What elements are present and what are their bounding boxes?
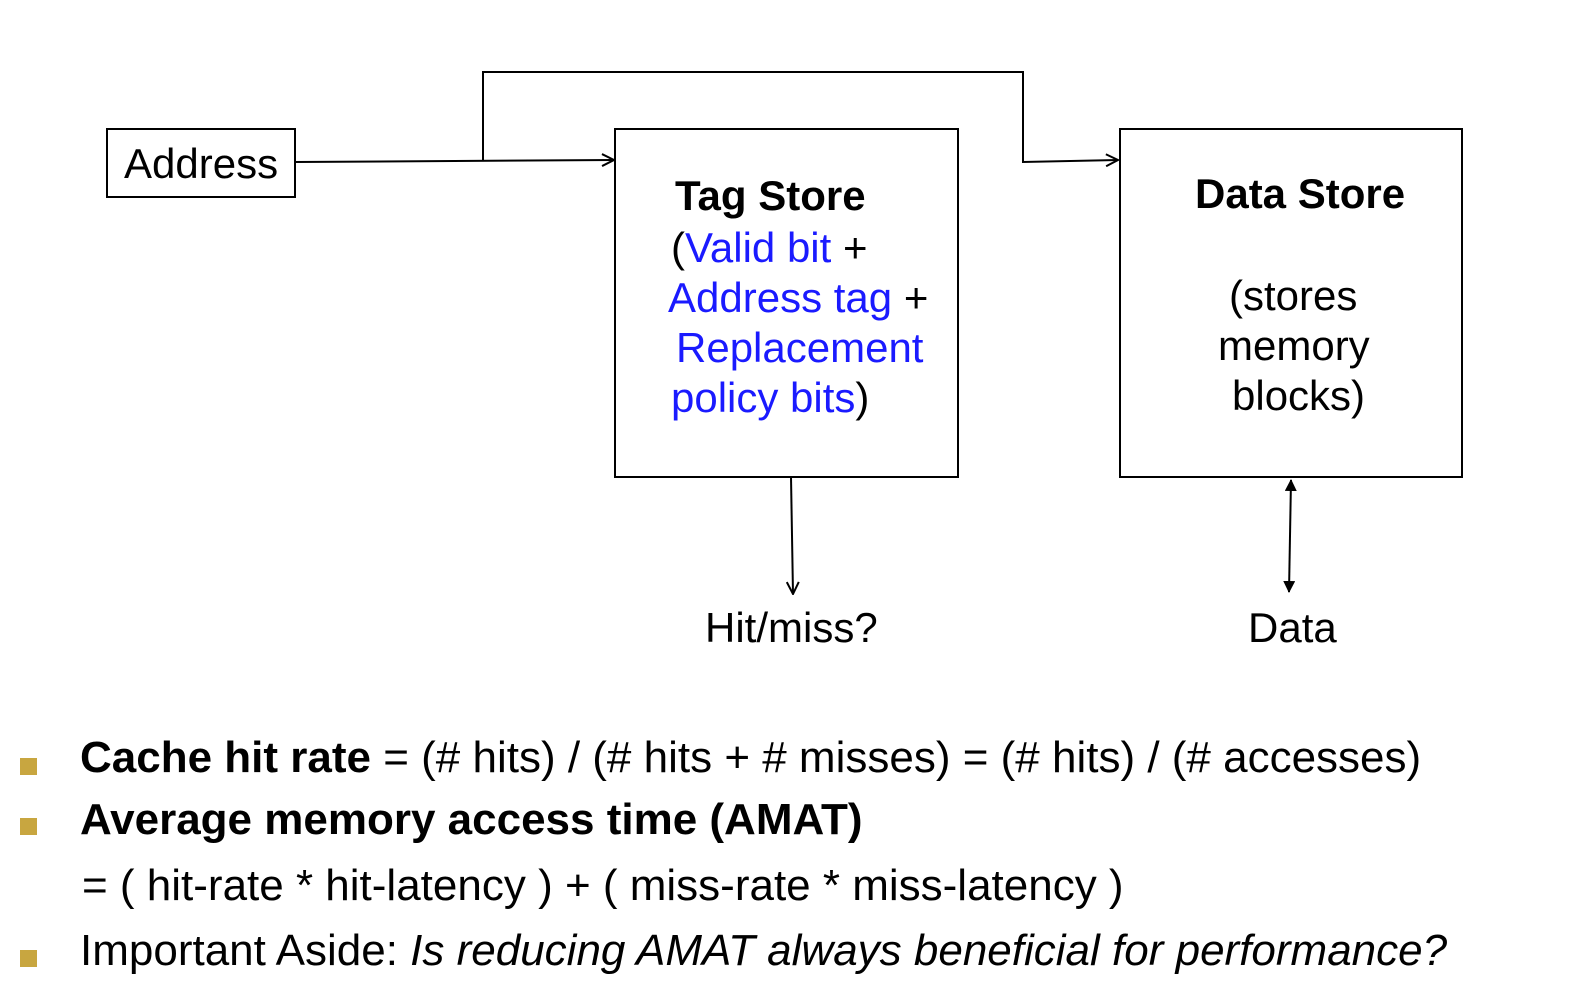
bullet-amat: Average memory access time (AMAT) [80, 795, 863, 845]
bullet-marker [20, 758, 37, 775]
data-store-line3: blocks) [1232, 372, 1366, 419]
address-to-datastore-line [482, 71, 1118, 162]
tagstore-to-hitmiss-line [791, 476, 793, 594]
data-output-label: Data [1248, 604, 1337, 651]
bullet-aside: Important Aside: Is reducing AMAT always… [80, 926, 1447, 976]
amat-formula: = ( hit-rate * hit-latency ) + ( miss-ra… [82, 861, 1124, 910]
replacement-text: Replacement [676, 324, 924, 371]
datastore-data-line [1283, 479, 1297, 593]
data-store-title: Data Store [1195, 170, 1406, 217]
address-label: Address [124, 140, 279, 187]
data-store-box [1119, 128, 1463, 478]
open-paren: ( [671, 224, 685, 271]
hit-rate-formula: = (# hits) / (# hits + # misses) = (# hi… [370, 733, 1422, 782]
bullet-marker [20, 818, 37, 835]
amat-formula-row: = ( hit-rate * hit-latency ) + ( miss-ra… [82, 861, 1124, 911]
aside-question: Is reducing AMAT always beneficial for p… [410, 926, 1448, 975]
plus-sign: + [842, 224, 868, 271]
tag-store-line-policy: policy bits) [671, 374, 869, 422]
address-to-tagstore-line [294, 160, 614, 162]
address-box: Address [106, 128, 296, 198]
amat-term: Average memory access time (AMAT) [80, 795, 863, 844]
tag-store-line-valid: (Valid bit + [671, 224, 868, 272]
aside-prefix: Important Aside: [80, 926, 411, 975]
bullet-marker [20, 950, 37, 967]
data-store-line2: memory [1218, 322, 1370, 369]
tag-store-box [614, 128, 959, 478]
address-tag-text: Address tag [668, 274, 893, 321]
hit-rate-term: Cache hit rate [80, 733, 371, 782]
tag-store-line-address-tag: Address tag + [668, 274, 928, 322]
policy-bits-text: policy bits [671, 374, 856, 421]
bullet-hit-rate: Cache hit rate = (# hits) / (# hits + # … [80, 733, 1421, 783]
close-paren: ) [855, 374, 870, 421]
tag-store-line-replacement: Replacement [676, 324, 923, 372]
plus-sign: + [903, 274, 929, 321]
hit-miss-label: Hit/miss? [705, 604, 878, 651]
data-store-line1: (stores [1229, 272, 1358, 319]
valid-bit-text: Valid bit [685, 224, 832, 271]
tag-store-title: Tag Store [675, 172, 866, 219]
